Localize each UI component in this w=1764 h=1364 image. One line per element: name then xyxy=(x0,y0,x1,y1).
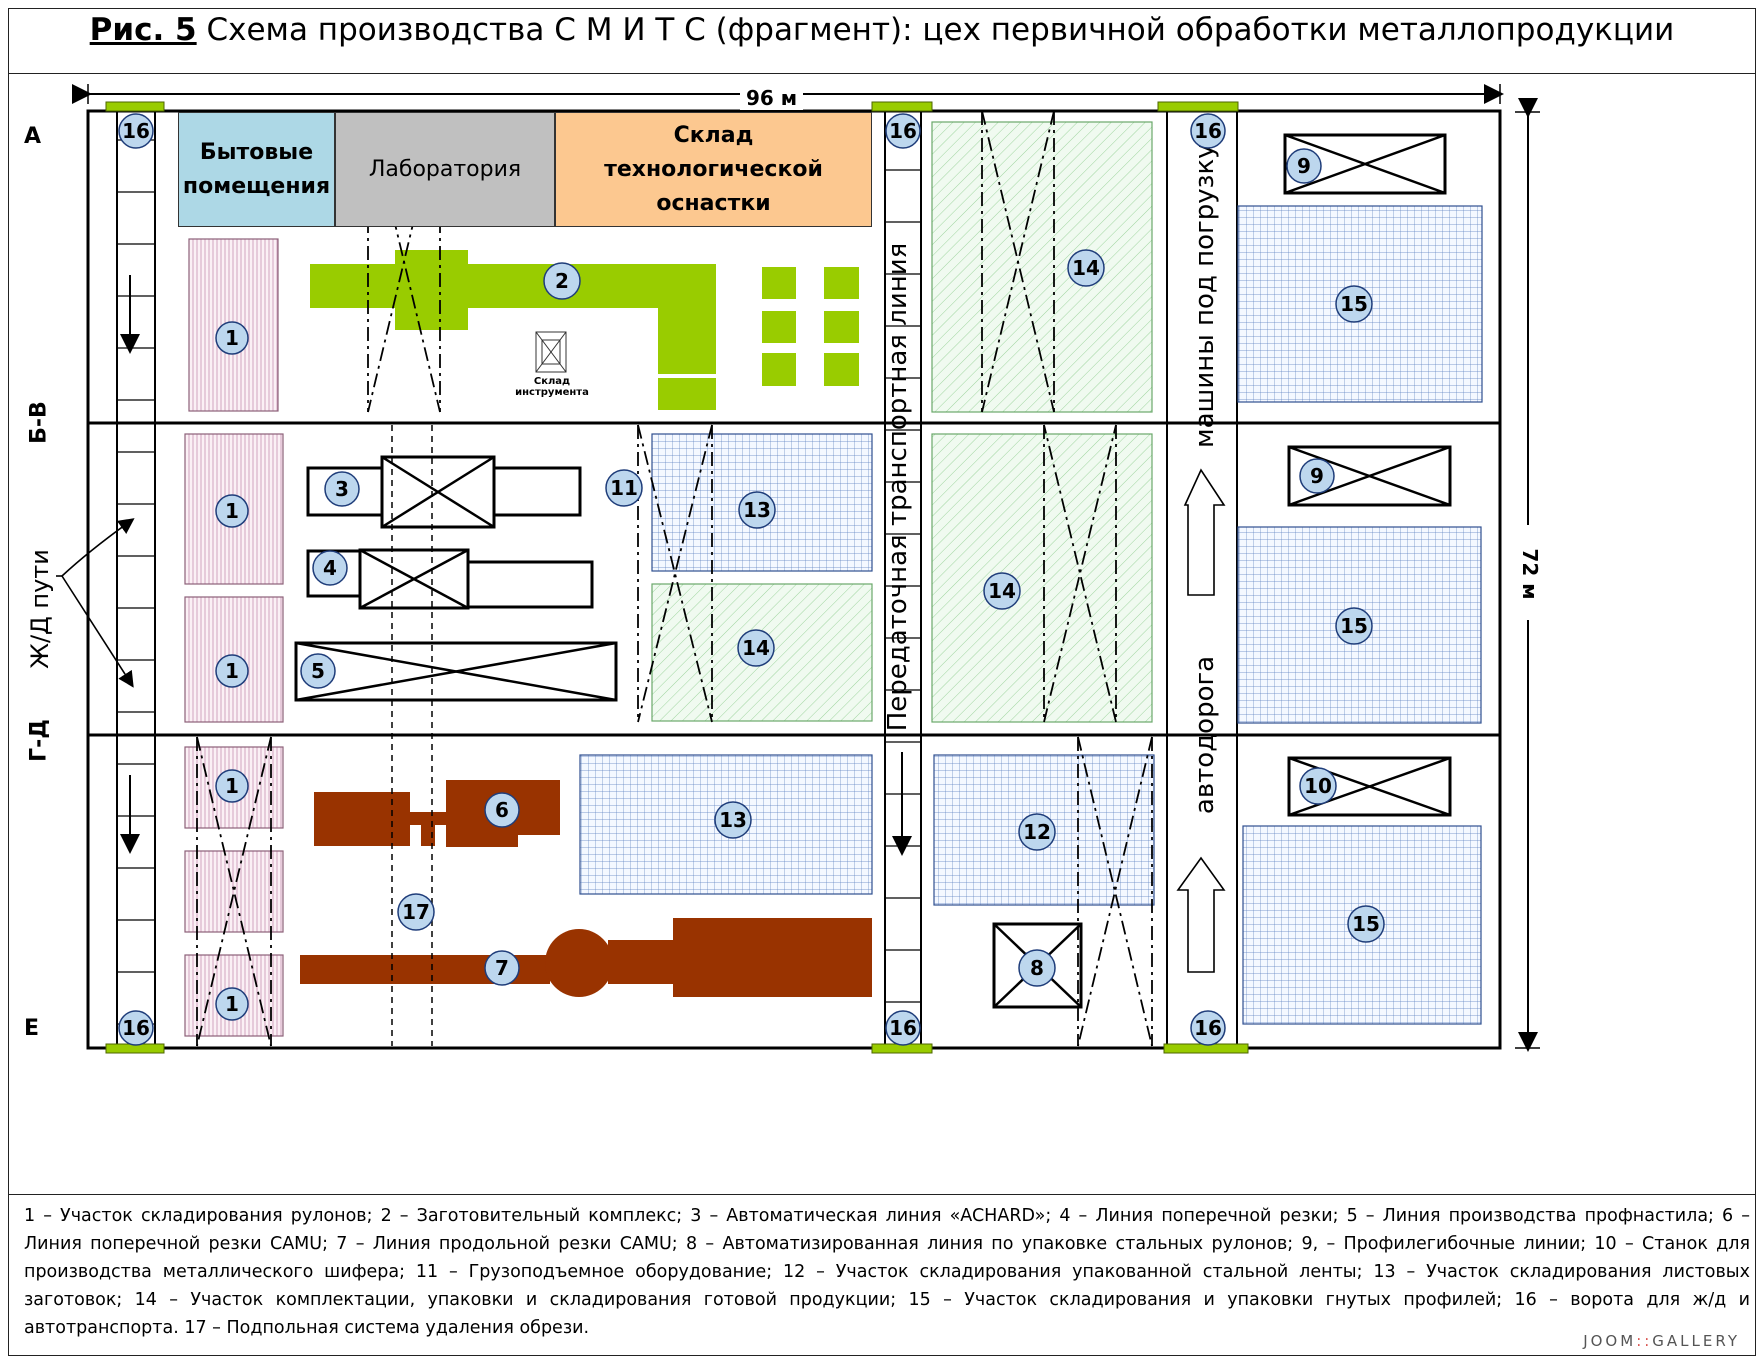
tool-store-label: Склад инструмента xyxy=(512,376,592,398)
rail-ties-left xyxy=(117,139,155,1025)
watermark-a: JOOM xyxy=(1583,1332,1637,1350)
figure-title: Рис. 5 Схема производства С М И Т С (фра… xyxy=(0,12,1764,48)
title-divider xyxy=(8,73,1756,74)
road-lane xyxy=(1166,111,1238,1048)
watermark: JOOM::GALLERY xyxy=(1583,1332,1740,1350)
axis-label-gd: Г-Д xyxy=(26,719,52,762)
watermark-sep: :: xyxy=(1636,1332,1653,1350)
legend-divider xyxy=(8,1194,1756,1195)
building-outline xyxy=(86,109,1502,1050)
coil-storage-areas xyxy=(184,238,284,1037)
finished-goods-areas xyxy=(651,121,1153,723)
tooling-warehouse: Склад технологической оснастки xyxy=(555,112,872,227)
gates xyxy=(105,101,1249,1054)
axis-label-bv: Б-В xyxy=(26,401,52,444)
axis-label-a: А xyxy=(24,124,42,149)
rail-direction-arrows xyxy=(120,275,912,856)
laboratory: Лаборатория xyxy=(335,112,555,227)
tool-store-label-line2: инструмента xyxy=(515,387,589,398)
road-label: автодорога xyxy=(1190,655,1220,815)
transfer-ties xyxy=(885,169,921,1003)
width-label: 96 м xyxy=(740,86,804,110)
crane-rails xyxy=(196,110,1153,1047)
tool-store-symbol xyxy=(535,331,567,373)
transfer-line-label: Передаточная транспортная линия xyxy=(883,242,913,732)
watermark-b: GALLERY xyxy=(1652,1332,1740,1350)
trucks-label: машины под погрузку xyxy=(1190,143,1220,448)
figure-caption: Схема производства С М И Т С (фрагмент):… xyxy=(196,12,1675,48)
household-rooms: Бытовые помещения xyxy=(178,112,335,227)
axis-label-e: Е xyxy=(24,1016,40,1041)
rail-track-left xyxy=(116,111,156,1048)
height-dimension xyxy=(1515,98,1540,1052)
legend-text: 1 – Участок складирования рулонов; 2 – З… xyxy=(24,1206,1750,1338)
rail-label: Ж/Д пути xyxy=(26,549,54,669)
blanking-complex xyxy=(310,250,859,410)
transfer-track xyxy=(884,111,922,1048)
figure-frame xyxy=(8,8,1756,1356)
rail-pointer-arrows xyxy=(56,518,135,688)
tool-store-label-line1: Склад xyxy=(533,376,571,387)
trim-removal-system xyxy=(391,425,433,1046)
figure-number: Рис. 5 xyxy=(89,12,197,48)
road-up-arrows xyxy=(1176,468,1226,973)
height-label: 72 м xyxy=(1518,544,1542,604)
